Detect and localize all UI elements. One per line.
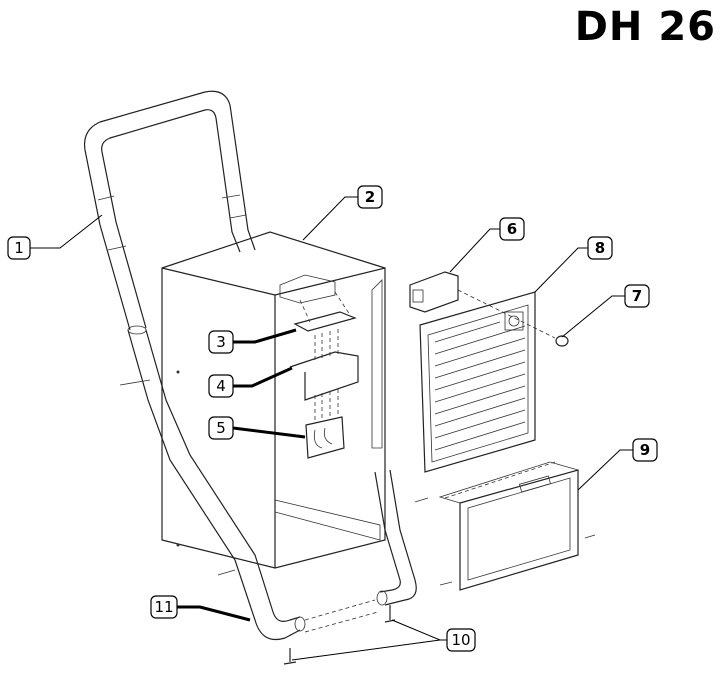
svg-text:3: 3 — [216, 333, 226, 351]
svg-text:11: 11 — [154, 598, 173, 616]
callout-9: 9 — [632, 438, 658, 462]
control-panel-part-3 — [293, 311, 357, 332]
callout-8: 8 — [587, 236, 613, 260]
callout-3: 3 — [208, 330, 234, 354]
svg-text:8: 8 — [595, 239, 605, 257]
callout-10: 10 — [446, 628, 476, 652]
leader-lines — [30, 196, 633, 661]
callout-11: 11 — [150, 595, 178, 619]
callout-4: 4 — [208, 374, 234, 398]
water-tank-part-9 — [414, 461, 596, 591]
circuit-board-part-5 — [305, 416, 345, 459]
feet-part-10 — [283, 605, 396, 665]
svg-text:10: 10 — [451, 631, 470, 649]
svg-text:7: 7 — [632, 287, 642, 305]
knob-part-7 — [555, 335, 569, 347]
control-parts — [289, 291, 359, 459]
svg-text:6: 6 — [507, 220, 517, 238]
svg-text:1: 1 — [14, 239, 24, 257]
switch-box-part-6 — [409, 271, 556, 339]
svg-text:5: 5 — [216, 419, 226, 437]
cabinet-part-2 — [161, 231, 386, 569]
callout-6: 6 — [499, 217, 525, 241]
handle-part-1 — [83, 90, 417, 641]
callout-5: 5 — [208, 416, 234, 440]
callout-1: 1 — [7, 236, 31, 260]
callout-2: 2 — [357, 185, 383, 209]
svg-text:9: 9 — [640, 441, 650, 459]
model-title: DH 26 — [574, 4, 716, 50]
callout-7: 7 — [624, 284, 650, 308]
svg-text:2: 2 — [365, 188, 375, 206]
pcb-holder-part-4 — [289, 351, 359, 401]
grille-part-8 — [419, 291, 536, 473]
svg-text:4: 4 — [216, 377, 226, 395]
